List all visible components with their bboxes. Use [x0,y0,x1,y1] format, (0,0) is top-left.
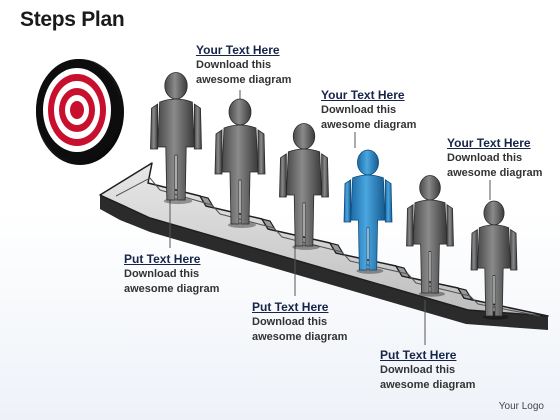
callout-heading: Put Text Here [252,300,329,314]
callout-step-2-top: Your Text Here Download this awesome dia… [196,43,316,88]
callout-body: Download this awesome diagram [124,268,220,295]
person-figure-highlighted [343,149,393,274]
callout-step-5-bottom: Put Text Here Download this awesome diag… [380,348,500,393]
target-icon [36,59,124,165]
person-figures [150,72,518,320]
callout-heading: Your Text Here [321,88,405,102]
callout-body: Download this awesome diagram [196,59,292,86]
person-figure [406,175,454,297]
person-figure [214,98,266,228]
callout-heading: Your Text Here [196,43,280,57]
callout-body: Download this awesome diagram [447,152,543,179]
person-figure [279,123,329,250]
callout-step-4-top: Your Text Here Download this awesome dia… [321,88,441,133]
slide-title: Steps Plan [20,8,125,31]
callout-body: Download this awesome diagram [252,316,348,343]
callout-heading: Put Text Here [380,348,457,362]
callout-step-3-bottom: Put Text Here Download this awesome diag… [252,300,372,345]
callout-step-6-top: Your Text Here Download this awesome dia… [447,136,560,181]
logo-text: Your Logo [498,401,544,412]
callout-step-1-bottom: Put Text Here Download this awesome diag… [124,252,244,297]
callout-heading: Put Text Here [124,252,201,266]
callout-heading: Your Text Here [447,136,531,150]
person-figure [150,72,202,205]
callout-body: Download this awesome diagram [321,104,417,131]
callout-body: Download this awesome diagram [380,364,476,391]
person-figure [470,200,518,320]
connector-lines [169,90,491,345]
